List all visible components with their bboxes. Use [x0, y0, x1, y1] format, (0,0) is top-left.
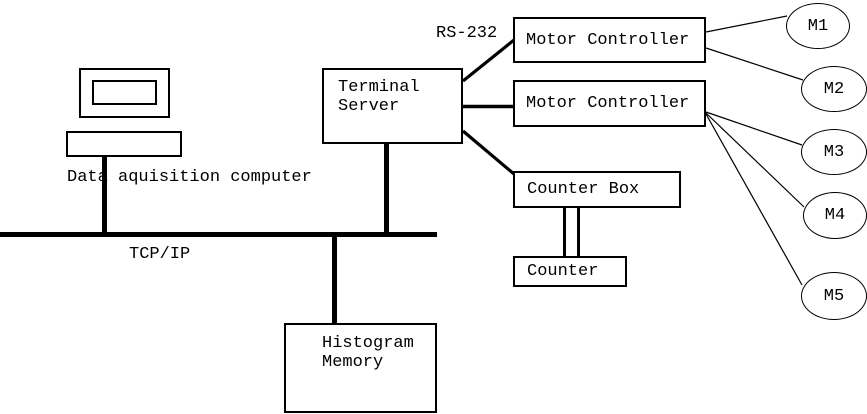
- terminal-server-node: Terminal Server: [322, 68, 463, 144]
- terminal-server-to-motor-controller-1-line: [461, 38, 516, 83]
- counter-box-node: Counter Box: [513, 171, 681, 208]
- monitor-screen-icon: [92, 80, 157, 105]
- histogram-memory-node: Histogram Memory: [284, 323, 437, 413]
- motor-controller-1-node: Motor Controller: [513, 17, 706, 63]
- keyboard-icon: [66, 131, 182, 157]
- motor-m2-label: M2: [823, 79, 845, 99]
- motor-m4-node: M4: [803, 192, 867, 239]
- motor-controller-2-node: Motor Controller: [513, 80, 706, 127]
- tcpip-label: TCP/IP: [129, 245, 191, 264]
- motor-m4-label: M4: [824, 206, 846, 225]
- motor-controller-1-to-m2-line: [705, 47, 804, 81]
- data-acquisition-computer-label: Data aquisition computer: [67, 168, 312, 187]
- motor-m3-node: M3: [801, 129, 867, 175]
- motor-m2-node: M2: [801, 66, 867, 112]
- motor-m5-label: M5: [823, 286, 845, 306]
- motor-m5-node: M5: [801, 272, 867, 320]
- terminal-server-to-counter-box-line: [461, 129, 516, 176]
- rs232-label: RS-232: [436, 24, 498, 43]
- counter-node: Counter: [513, 256, 627, 287]
- motor-m1-node: M1: [786, 3, 850, 49]
- motor-controller-2-to-m3-line: [705, 111, 803, 146]
- motor-m1-label: M1: [807, 16, 829, 36]
- motor-controller-1-to-m1-line: [705, 15, 788, 33]
- motor-controller-2-to-m5-line: [705, 113, 803, 286]
- motor-controller-2-to-m4-line: [705, 112, 805, 208]
- motor-m3-label: M3: [823, 142, 845, 162]
